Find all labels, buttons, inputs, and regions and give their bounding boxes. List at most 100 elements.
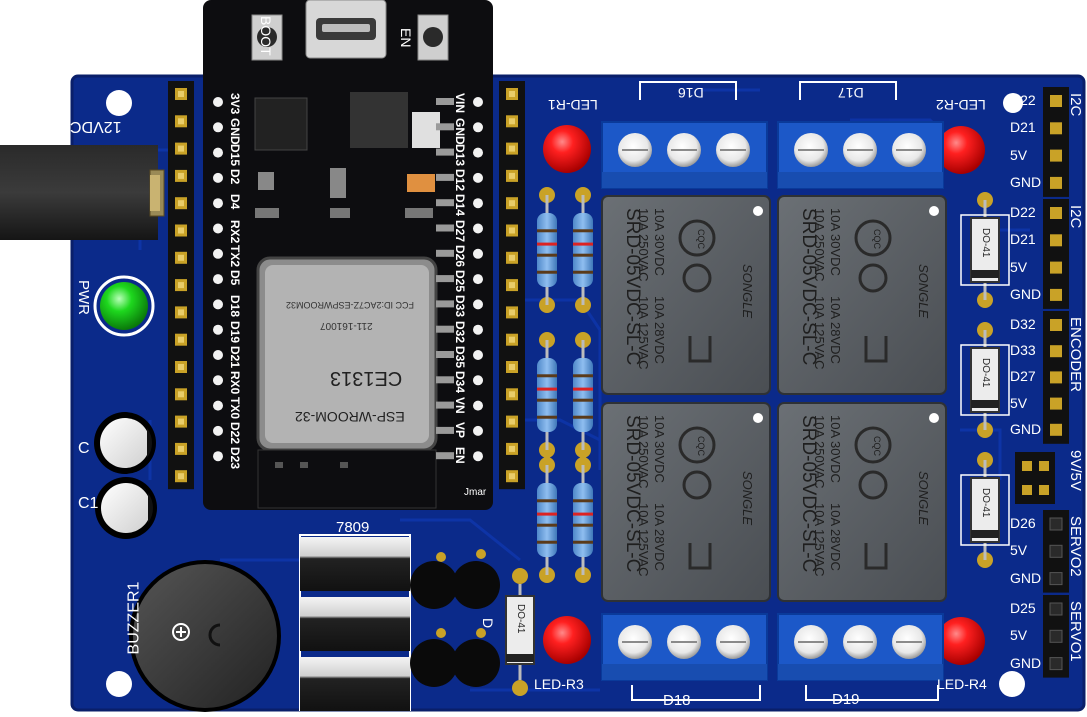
connector-pin (1050, 207, 1062, 219)
module-pad (436, 426, 454, 434)
relay-model: SRD-05VDC-SL-C (798, 415, 819, 573)
connector-title: ENCODER (1067, 317, 1084, 393)
resistor-band (537, 512, 557, 516)
esp-right-pin-label: D33 (453, 295, 467, 318)
jumper-body[interactable] (1015, 452, 1055, 504)
connector-pin (1050, 397, 1062, 410)
header-pin-shine (509, 473, 515, 480)
connector-pin-label: GND (1010, 654, 1042, 671)
buzzer (129, 560, 281, 712)
esp-pin-left (213, 274, 223, 285)
module-pad (436, 452, 454, 460)
led-label-r4: LED-R4 (937, 676, 987, 692)
resistor-band (573, 387, 593, 391)
mount-hole-tl (106, 90, 132, 116)
resistor-band (537, 523, 557, 527)
esp-pin-left (213, 147, 223, 158)
esp-right-pin-label: D35 (453, 346, 467, 369)
esp-right-pin-label: D34 (453, 371, 467, 394)
relay-rating-2: 10A 30VDC (828, 208, 843, 276)
power-jack-label: 12VDC (70, 118, 122, 135)
esp-pin-right (473, 299, 483, 310)
module-pad (436, 300, 454, 308)
resistor-band (573, 270, 593, 274)
relay-dot (753, 206, 763, 216)
esp-cert-text: CE1313 (330, 367, 403, 389)
connector-pin (1049, 602, 1063, 616)
esp-pin-left (213, 223, 223, 234)
resistor-band (537, 374, 557, 378)
esp-left-pin-label: 3V3 (228, 93, 242, 115)
esp-r-text: 211-161007 (320, 320, 373, 331)
diode-band (971, 270, 999, 278)
esp-left-pin-label: D4 (228, 194, 242, 210)
connector-pin (1050, 261, 1062, 274)
header-pin-shine (178, 473, 184, 480)
connector-pin-label: D21 (1010, 119, 1036, 136)
connector-pin-label: D26 (1010, 515, 1036, 531)
resistor-band (573, 523, 593, 527)
module-pad (436, 351, 454, 358)
header-pin-shine (509, 445, 515, 452)
header-pin-shine (509, 364, 515, 370)
resistor-body (537, 358, 557, 432)
boot-button-label[interactable]: BOOT (258, 16, 274, 56)
jumper-pin (1022, 461, 1032, 471)
relay-model: SRD-05VDC-SL-C (622, 208, 643, 366)
header-pin-shine (178, 254, 184, 261)
connector-pin (1049, 544, 1063, 558)
resistor-body (537, 213, 557, 287)
power-jack (0, 145, 165, 240)
header-pin-shine (178, 336, 184, 343)
diode-package-label: DO-41 (980, 228, 991, 258)
esp-right-pin-label: VN (453, 396, 467, 414)
connector-pin-label: D32 (1010, 316, 1036, 332)
resistor-band (573, 499, 593, 503)
pwr-led-ring (93, 275, 155, 337)
resistor-body (537, 483, 557, 557)
header-pin-shine (178, 391, 184, 398)
header-pin-shine (178, 364, 184, 370)
pwr-led (100, 282, 148, 330)
relay-body (601, 402, 771, 602)
esp-left-pin-label: D21 (228, 346, 242, 369)
resistor-body (573, 213, 593, 287)
esp-pin-right (473, 122, 483, 133)
header-pin-shine (509, 91, 515, 97)
esp-pin-right (473, 375, 483, 386)
module-pad (436, 98, 454, 105)
esp-right-pin-label: D25 (453, 270, 467, 293)
resistor-band (573, 540, 593, 544)
left-header (168, 81, 194, 490)
esp-right-pin-label: D14 (453, 194, 467, 217)
header-pin-shine (178, 418, 184, 425)
esp-right-pin-label: GND (453, 118, 467, 145)
connector-title-9v5v: 9V/5V (1067, 450, 1084, 491)
esp-pin-right (473, 97, 483, 107)
relay-dot (753, 413, 763, 423)
header-pin-shine (509, 282, 515, 289)
connector-pin-label: GND (1010, 569, 1042, 586)
resistor-band (573, 415, 593, 419)
connector-pin-label: 5V (1010, 627, 1028, 644)
esp-pin-right (473, 324, 483, 335)
relay-ul-mark (688, 543, 712, 570)
relay-ce-mark (682, 470, 712, 500)
esp-right-pin-label: D26 (453, 244, 467, 267)
module-pad (436, 148, 454, 156)
relay-ul-mark (864, 543, 888, 570)
esp-left-pin-label: D15 (228, 143, 242, 166)
connector-pin-label: 5V (1010, 542, 1028, 559)
esp-right-pin-label: VP (453, 421, 467, 438)
connector-pin (1050, 345, 1062, 358)
connector-pin (1050, 423, 1062, 436)
header-pin-shine (509, 391, 515, 398)
header-pin-shine (509, 418, 515, 425)
relay-cqc-mark (678, 426, 716, 464)
led-label-r2: LED-R2 (936, 97, 986, 113)
en-button-label[interactable]: EN (398, 28, 414, 48)
header-pin-shine (509, 200, 515, 207)
relays (601, 195, 947, 602)
connector-pin (1049, 517, 1063, 531)
